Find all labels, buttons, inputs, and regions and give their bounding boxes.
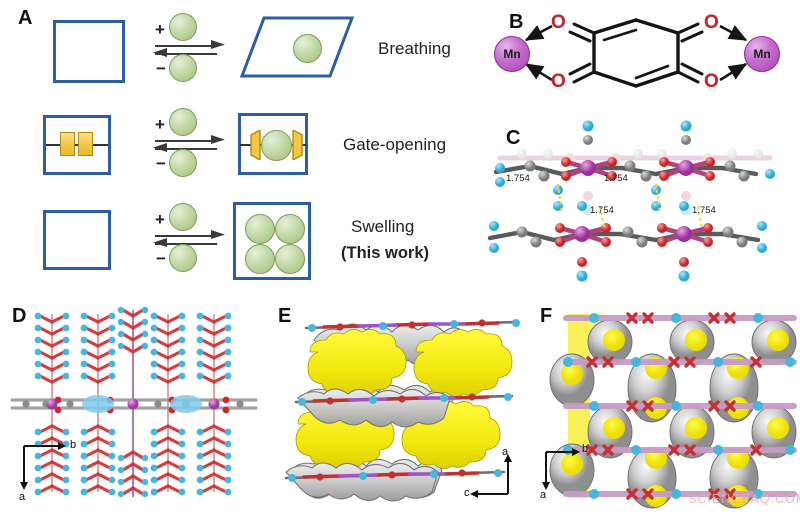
row-label-swelling: Swelling — [351, 217, 415, 236]
arrow-head-left — [153, 143, 167, 152]
distance-label: 1.754 — [692, 205, 716, 216]
oxygen-atom-label: O — [551, 12, 566, 33]
oxygen-atom-label: O — [704, 12, 719, 33]
guest-molecule — [169, 13, 197, 41]
minus-sign: − — [156, 59, 166, 78]
gate-panel-left — [60, 132, 75, 156]
watermark: SCIENCEAQ.COM — [688, 492, 800, 506]
arrow-head-right — [211, 135, 225, 144]
panel-e: E — [268, 292, 532, 515]
distance-label: 1.754 — [506, 173, 530, 184]
panel-a: A + − Breathing — [0, 0, 470, 292]
panel-e-pore-view — [284, 319, 520, 502]
manganese-atom-right: Mn — [744, 36, 780, 72]
panel-a-row-gate-opening: + − Gate-opening — [0, 103, 470, 193]
distance-label: 1.754 — [590, 205, 614, 216]
panel-f: F — [532, 292, 800, 515]
guest-molecule — [275, 214, 305, 244]
guest-molecule — [169, 54, 197, 82]
oxygen-atom-label: O — [551, 71, 566, 92]
guest-molecule — [169, 244, 197, 272]
plus-sign: + — [155, 210, 165, 229]
guest-molecule — [293, 34, 322, 63]
panel-d-axis-indicator — [20, 442, 66, 490]
gate-flap-left — [250, 130, 261, 160]
minus-sign: − — [156, 249, 166, 268]
panel-f-letter: F — [540, 305, 553, 327]
plus-sign: + — [155, 20, 165, 39]
arrow-head-left — [153, 238, 167, 247]
row-label-breathing: Breathing — [378, 39, 451, 58]
panel-e-axis-indicator — [470, 454, 512, 498]
axis-label-b: b — [582, 443, 589, 455]
guest-molecule — [169, 149, 197, 177]
gate-panel-right — [78, 132, 93, 156]
guest-molecule — [245, 244, 275, 274]
arrow-head-left — [153, 48, 167, 57]
panel-e-letter: E — [278, 305, 292, 327]
guest-molecule — [245, 214, 275, 244]
arrow-head-right — [211, 230, 225, 239]
distance-label: 1.754 — [604, 173, 628, 184]
panel-b: B — [470, 0, 800, 110]
guest-molecule — [169, 108, 197, 136]
gate-flap-right — [292, 130, 303, 160]
panel-c-structure — [487, 120, 775, 282]
axis-label-a: a — [19, 491, 26, 503]
equilibrium-arrows: + − — [153, 107, 229, 177]
closed-pore-square — [43, 210, 111, 270]
panel-a-letter: A — [18, 7, 33, 29]
panel-c-letter: C — [506, 127, 521, 149]
axis-label-b: b — [70, 439, 77, 451]
axis-label-a: a — [502, 446, 509, 458]
equilibrium-arrows: + − — [153, 12, 229, 82]
gate-bar — [46, 144, 108, 146]
panel-a-row-swelling: + − Swelling (This work) — [0, 196, 470, 286]
plus-sign: + — [155, 115, 165, 134]
minus-sign: − — [156, 154, 166, 173]
panel-c: C — [470, 110, 800, 292]
quinone-ligand-diagram — [524, 18, 748, 88]
panel-d: D — [0, 292, 268, 515]
closed-pore-square — [53, 20, 125, 83]
oxygen-atom-label: O — [704, 71, 719, 92]
panel-d-letter: D — [12, 305, 27, 327]
guest-molecule — [261, 130, 292, 161]
axis-label-c: c — [464, 487, 470, 499]
axis-label-a: a — [540, 489, 547, 501]
equilibrium-arrows: + − — [153, 202, 229, 272]
panel-b-letter: B — [509, 11, 524, 33]
panel-a-row-breathing: + − Breathing — [0, 6, 470, 96]
panel-f-pore-view — [549, 312, 797, 509]
manganese-atom-left: Mn — [494, 36, 530, 72]
panel-d-packing-view — [10, 306, 258, 498]
arrow-head-right — [211, 40, 225, 49]
row-sublabel-this-work: (This work) — [341, 244, 430, 262]
guest-molecule — [275, 244, 305, 274]
panel-f-axis-indicator — [542, 448, 580, 490]
guest-molecule — [169, 203, 197, 231]
row-label-gate-opening: Gate-opening — [343, 135, 447, 154]
